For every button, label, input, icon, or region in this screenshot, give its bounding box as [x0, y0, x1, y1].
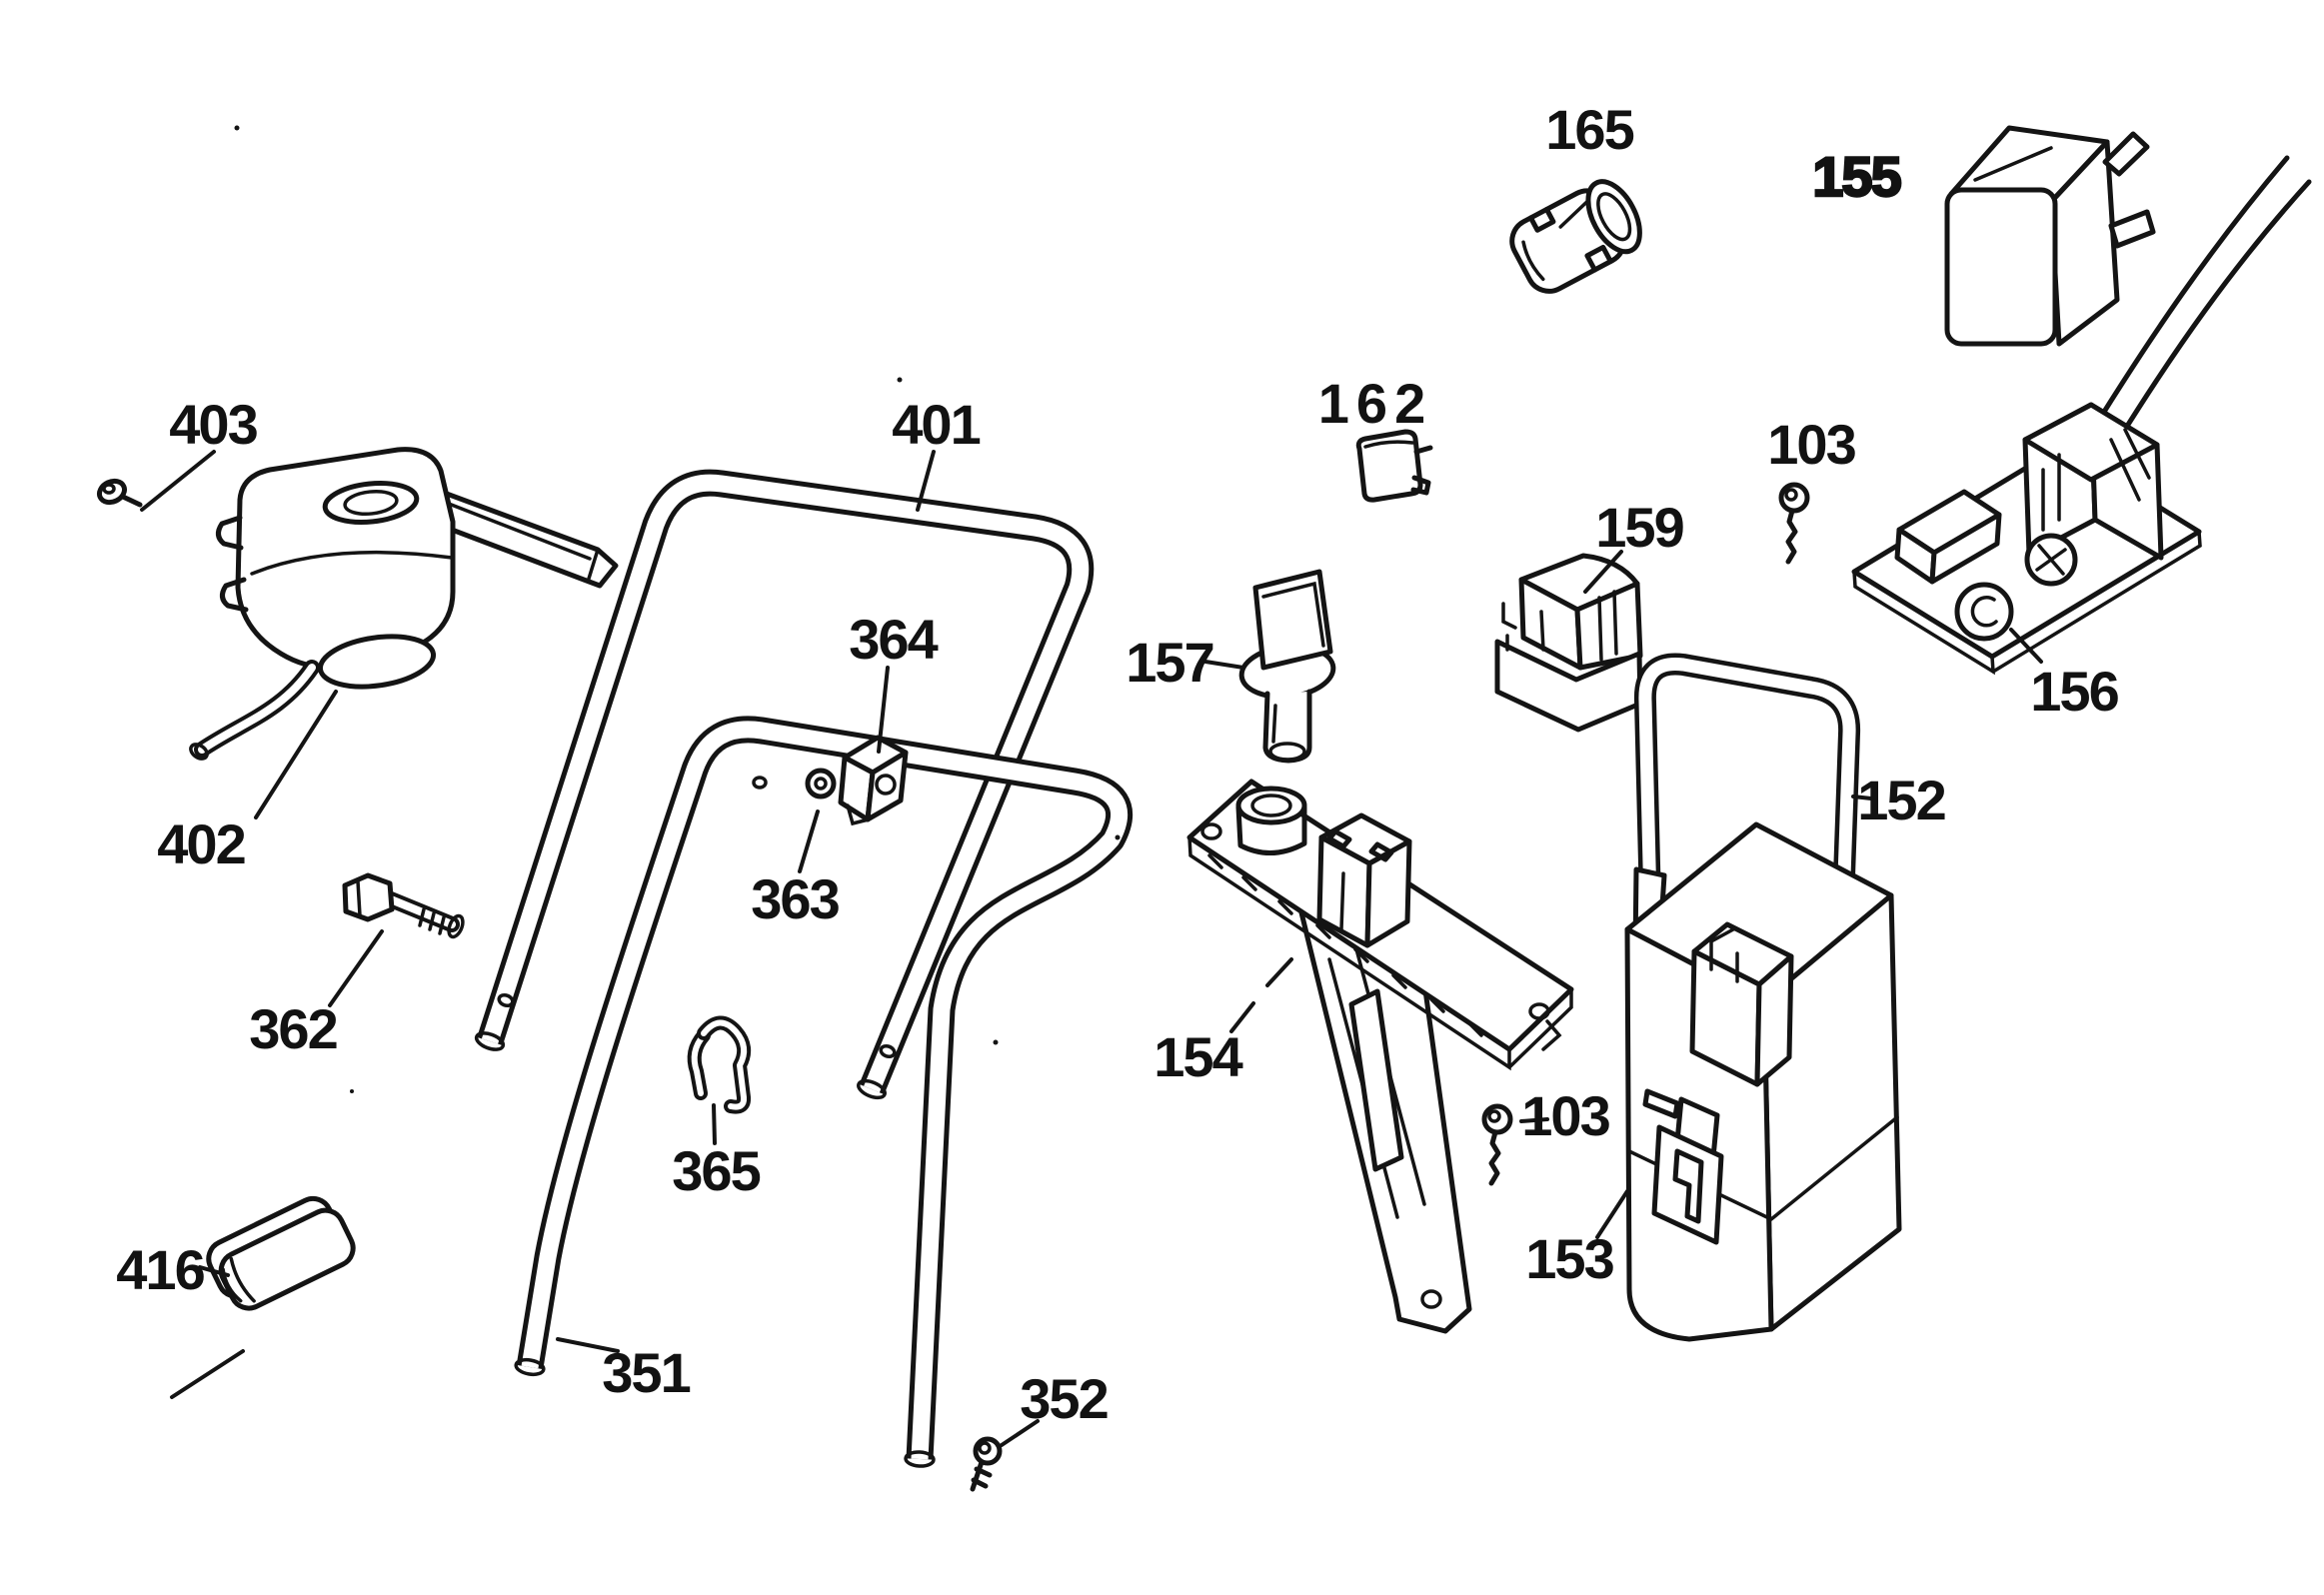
screw-103-bottom [1481, 1103, 1513, 1186]
scan-speck [234, 125, 240, 131]
tube-end-opening [904, 1450, 936, 1468]
ferrite-core [1509, 179, 1642, 294]
callout-416: 416 [116, 1238, 205, 1301]
callout-103a: 103 [1767, 413, 1856, 476]
leader-lines [140, 450, 2043, 1447]
wire-clip [687, 1015, 752, 1114]
callout-157: 157 [1126, 631, 1214, 694]
scan-speck [350, 1089, 354, 1093]
clamp-screw-hole [875, 774, 897, 796]
callout-154: 154 [1154, 1025, 1242, 1088]
callout-401: 401 [892, 393, 981, 456]
callout-352: 352 [1020, 1367, 1109, 1430]
upper-handle-tube [474, 469, 1095, 1100]
callout-351: 351 [602, 1341, 691, 1404]
bolt-hole [497, 992, 515, 1008]
callout-153: 153 [1525, 1227, 1614, 1290]
bushing [1355, 429, 1433, 503]
tube-end-opening [474, 1031, 506, 1051]
foam-grip [206, 1195, 356, 1311]
callout-364: 364 [849, 608, 938, 671]
scan-speck [897, 377, 903, 383]
tube-end-opening [514, 1357, 546, 1377]
connector-housing [1494, 553, 1643, 733]
battery-bracket [1186, 779, 1574, 1334]
callout-363: 363 [751, 867, 840, 930]
callout-152: 152 [1857, 769, 1946, 831]
callout-156: 156 [2030, 660, 2119, 723]
bolt-hole [879, 1043, 897, 1059]
scan-speck [993, 1039, 999, 1045]
ignition-key [1238, 569, 1336, 764]
callout-162: 162 [1317, 372, 1433, 435]
board-wire [2096, 155, 2290, 423]
clamp-hole [752, 776, 768, 790]
bracket-boss [1235, 786, 1307, 825]
battery [1624, 821, 1902, 1342]
screw-103-top [1778, 482, 1810, 565]
circuit-board-assembly [1851, 155, 2312, 676]
leader-line [170, 1349, 245, 1399]
mount-tabs [216, 515, 249, 613]
callout-362: 362 [249, 997, 338, 1060]
callout-155: 155 [1811, 145, 1903, 208]
housing-opening [317, 634, 437, 690]
scan-speck [1115, 834, 1121, 840]
relay [1944, 125, 2156, 347]
callout-103b: 103 [1521, 1084, 1610, 1147]
callout-159: 159 [1595, 496, 1684, 559]
relay-tab [2108, 209, 2156, 249]
cable-clamp [838, 735, 909, 826]
handle-screw [970, 1436, 1003, 1492]
washer [805, 768, 837, 799]
hex-bolt [342, 872, 465, 939]
tube-end-opening [857, 1078, 887, 1100]
callout-365: 365 [672, 1139, 761, 1202]
callout-403: 403 [169, 393, 258, 456]
switch-hole [322, 481, 420, 525]
switch-housing [189, 447, 619, 761]
board-washer [1954, 582, 2014, 642]
board-wire [2118, 179, 2312, 439]
relay-tab [2102, 131, 2150, 177]
housing-screw [96, 478, 143, 508]
lower-handle-tube [514, 716, 1134, 1468]
callout-402: 402 [157, 812, 246, 875]
battery-slot [1642, 1088, 1680, 1119]
callout-165: 165 [1545, 98, 1634, 161]
